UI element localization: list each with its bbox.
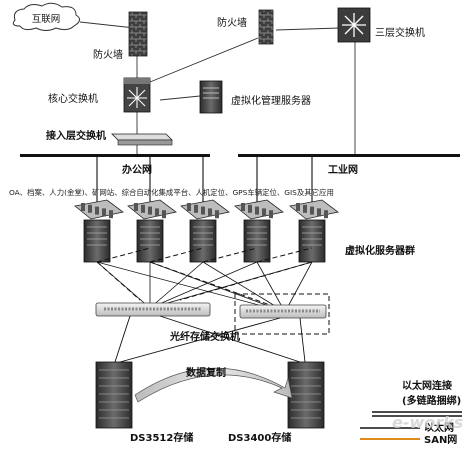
virt-server	[74, 199, 124, 263]
ds3400-label: DS3400存储	[228, 431, 291, 444]
watermark-logo: e-works	[392, 413, 463, 432]
core-switch-star-icon	[127, 87, 147, 108]
virt-mgmt-server-label: 虚拟化管理服务器	[231, 94, 311, 107]
access-switch-label: 接入层交换机	[46, 129, 106, 142]
data-replication-arrow: 数据复制	[134, 366, 293, 403]
legend: 以太网连接 (多链路捆绑) 以太网 SAN网	[360, 379, 462, 446]
l3-switch-star-icon	[342, 13, 366, 37]
office-network-bar: 办公网	[20, 154, 210, 176]
san-links	[114, 315, 306, 363]
storage-ds3400: DS3400存储	[228, 361, 325, 444]
ds3512-label: DS3512存储	[130, 431, 193, 444]
virt-server-cluster-label: 虚拟化服务器群	[345, 244, 415, 257]
internet-cloud: 互联网	[12, 2, 80, 31]
l3-switch-label: 三层交换机	[375, 26, 425, 39]
data-replication-label: 数据复制	[186, 366, 226, 379]
applications-text: OA、档案、人力(金堂)、矿网站、综合自动化集成平台、人机定位、GPS车辆定位、…	[9, 188, 334, 197]
virt-server	[180, 199, 230, 263]
core-switch-label: 核心交换机	[48, 92, 98, 105]
internet-label: 互联网	[32, 14, 61, 25]
industrial-network-bar: 工业网	[238, 154, 460, 176]
core-switch: 核心交换机	[48, 77, 151, 113]
legend-eth-label: 以太网	[424, 421, 454, 434]
wan-links	[79, 21, 356, 154]
storage-ds3512: DS3512存储	[95, 361, 193, 444]
industrial-net-label: 工业网	[328, 163, 358, 176]
fc-switch-label: 光纤存储交换机	[169, 330, 240, 343]
firewall-left-label: 防火墙	[93, 48, 123, 61]
virt-server	[289, 199, 339, 263]
office-net-label: 办公网	[122, 163, 152, 176]
firewall-top: 防火墙	[217, 9, 274, 45]
access-switch: 接入层交换机	[46, 129, 173, 146]
virt-mgmt-server: 虚拟化管理服务器	[199, 80, 311, 114]
fiber-links	[96, 261, 313, 313]
l3-switch: 三层交换机	[337, 7, 425, 43]
legend-eth-multi-line	[372, 411, 462, 417]
fc-switch-right	[234, 293, 330, 335]
legend-san-label: SAN网	[424, 434, 457, 446]
virt-server	[234, 199, 284, 263]
legend-eth-multi-label-1: 以太网连接	[402, 379, 452, 392]
network-drops	[96, 157, 313, 205]
firewall-top-label: 防火墙	[217, 16, 247, 29]
virt-server	[127, 199, 177, 263]
virt-server-cluster	[74, 199, 339, 263]
fc-switch-left	[95, 302, 211, 317]
legend-eth-multi-label-2: (多链路捆绑)	[402, 394, 461, 407]
firewall-left: 防火墙	[93, 11, 148, 61]
